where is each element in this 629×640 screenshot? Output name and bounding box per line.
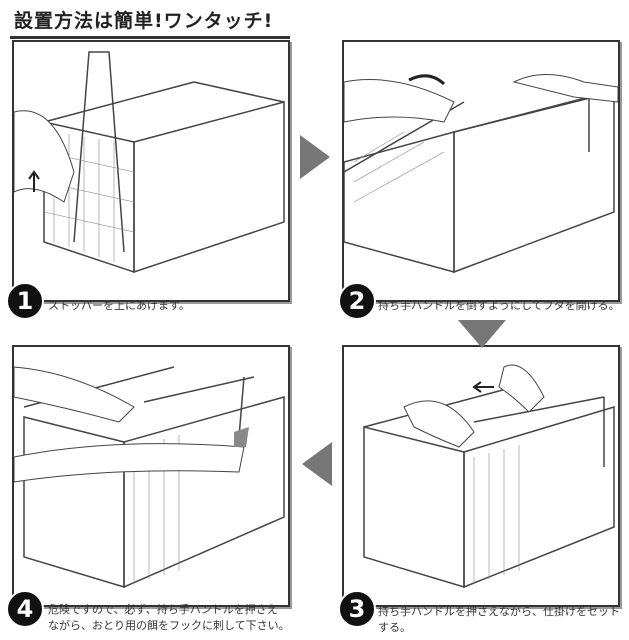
step-3-caption: 持ち手ハンドルを押さえながら、仕掛けをセットする。: [378, 605, 620, 634]
step-1-caption: ストッパーを上にあげます。: [48, 299, 190, 312]
title-underline: [10, 36, 290, 39]
step-4-illustration: [12, 345, 290, 607]
step-4-caption-line-1: 危険ですので、必ず、持ち手ハンドルを押さえ: [48, 603, 278, 616]
arrow-left-icon: [302, 442, 332, 486]
arrow-down-icon: [458, 320, 506, 348]
step-2-number: 2: [338, 282, 376, 320]
step-2-caption: 持ち手ハンドルを倒すようにしてフタを開ける。: [378, 299, 620, 312]
step-4-caption: 危険ですので、必ず、持ち手ハンドルを押さえ ながら、おとり用の餌をフックに刺して…: [48, 602, 290, 634]
page-title: 設置方法は簡単!ワンタッチ!: [14, 10, 274, 32]
step-1-number: 1: [6, 282, 44, 320]
step-4-caption-line-2: ながら、おとり用の餌をフックに刺して下さい。: [48, 619, 290, 632]
cage-illustration: [14, 51, 285, 274]
arrow-right-icon: [300, 135, 330, 179]
step-1-illustration: [12, 40, 290, 302]
step-4-number: 4: [6, 590, 44, 628]
cage-illustration: [363, 364, 615, 589]
step-3-number: 3: [338, 590, 376, 628]
cage-illustration: [344, 74, 618, 274]
step-2-illustration: [342, 40, 620, 302]
step-3-illustration: [342, 345, 620, 607]
cage-illustration: [14, 366, 285, 589]
